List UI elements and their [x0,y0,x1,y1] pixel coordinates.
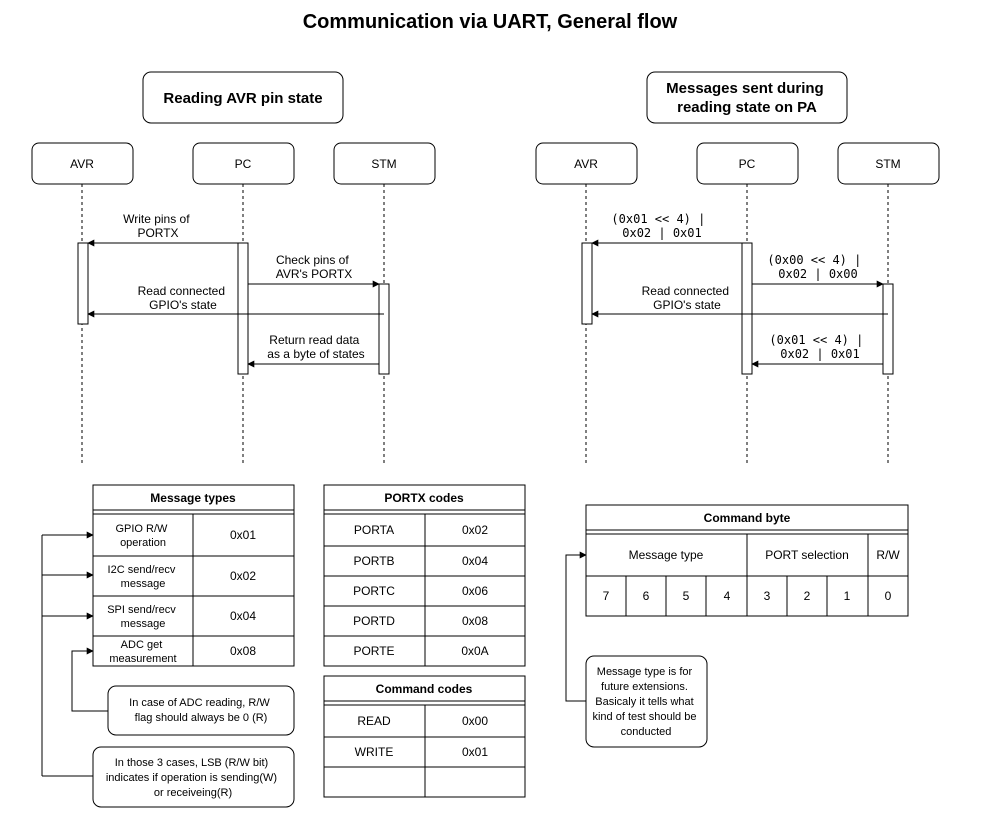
participant-pc-left: PC [235,157,252,171]
command-codes-header: Command codes [376,682,473,696]
right-heading-box [646,71,848,124]
msg-type-name-i2c: I2C send/recv message [108,564,179,590]
port-name-d: PORTD [353,614,395,628]
activation-stm-left [378,283,390,375]
cmd-name-read: READ [357,714,391,728]
group-rw: R/W [876,548,900,562]
msg-type-name-gpio: GPIO R/W operation [115,523,170,549]
msg-type-code-spi: 0x04 [230,609,256,623]
msg-type-code-adc: 0x08 [230,644,256,658]
port-code-b: 0x04 [462,554,488,568]
bit-5: 5 [683,589,690,603]
msg-type-code-i2c: 0x02 [230,569,256,583]
connector-message-type-note [565,551,587,702]
activation-avr-right [581,242,593,325]
port-name-a: PORTA [354,523,394,537]
left-sequence-diagram: Reading AVR pin state AVR PC STM Write p… [31,71,436,465]
command-codes-table: Command codes READ 0x00 WRITE 0x01 [323,675,526,798]
participant-avr-left: AVR [70,157,94,171]
bit-3: 3 [764,589,771,603]
msg-label-read-gpio: Read connected GPIO's state [138,284,229,312]
right-sequence-diagram: Messages sent during reading state on PA… [535,71,940,465]
group-message-type: Message type [629,548,704,562]
left-heading: Reading AVR pin state [163,90,322,107]
participant-stm-left: STM [371,157,396,171]
portx-codes-header: PORTX codes [384,491,464,505]
cmd-name-write: WRITE [355,745,394,759]
note-adc-box [107,685,295,736]
bit-2: 2 [804,589,811,603]
message-types-table: Message types GPIO R/W operation 0x01 I2… [92,484,295,667]
participant-stm-right: STM [875,157,900,171]
group-port-selection: PORT selection [765,548,849,562]
activation-pc-right [741,242,753,375]
port-name-c: PORTC [353,584,395,598]
port-code-c: 0x06 [462,584,488,598]
command-byte-header: Command byte [704,511,791,525]
msg-label-return-right: (0x01 << 4) | 0x02 | 0x01 [769,333,870,361]
participant-avr-right: AVR [574,157,598,171]
notes: In case of ADC reading, R/W flag should … [41,531,708,808]
command-byte-table: Command byte Message type PORT selection… [585,504,909,617]
message-types-header: Message types [150,491,236,505]
connector-adc-note [71,647,108,712]
note-adc-text: In case of ADC reading, R/W flag should … [129,697,273,724]
portx-codes-table: PORTX codes PORTA 0x02 PORTB 0x04 PORTC … [323,484,526,667]
note-lsb-text: In those 3 cases, LSB (R/W bit) indicate… [106,757,280,799]
note-lsb-box [92,746,295,808]
note-message-type-text: Message type is for future extensions. B… [592,666,699,738]
activation-avr-left [77,242,89,325]
port-name-e: PORTE [353,644,394,658]
msg-label-check-pins: Check pins of AVR's PORTX [276,253,353,281]
msg-label-cmd-stm: (0x00 << 4) | 0x02 | 0x00 [767,253,868,281]
msg-type-name-adc: ADC get measurement [109,639,176,665]
port-code-a: 0x02 [462,523,488,537]
diagram-title: Communication via UART, General flow [303,11,678,33]
cmd-code-read: 0x00 [462,714,488,728]
participant-pc-right: PC [739,157,756,171]
bit-1: 1 [844,589,851,603]
bit-0: 0 [885,589,892,603]
msg-label-return-data: Return read data as a byte of states [267,333,364,361]
msg-type-name-spi: SPI send/recv message [107,604,179,630]
bit-7: 7 [603,589,610,603]
right-heading: Messages sent during reading state on PA [666,80,828,116]
left-heading-box [142,71,344,124]
msg-label-cmd-avr: (0x01 << 4) | 0x02 | 0x01 [611,212,712,240]
activation-stm-right [882,283,894,375]
port-code-d: 0x08 [462,614,488,628]
msg-type-code-gpio: 0x01 [230,528,256,542]
msg-label-write-pins: Write pins of PORTX [123,212,193,240]
bit-6: 6 [643,589,650,603]
port-name-b: PORTB [353,554,394,568]
cmd-code-write: 0x01 [462,745,488,759]
activation-pc-left [237,242,249,375]
port-code-e: 0x0A [461,644,488,658]
bit-4: 4 [724,589,731,603]
msg-label-read-gpio-right: Read connected GPIO's state [642,284,733,312]
